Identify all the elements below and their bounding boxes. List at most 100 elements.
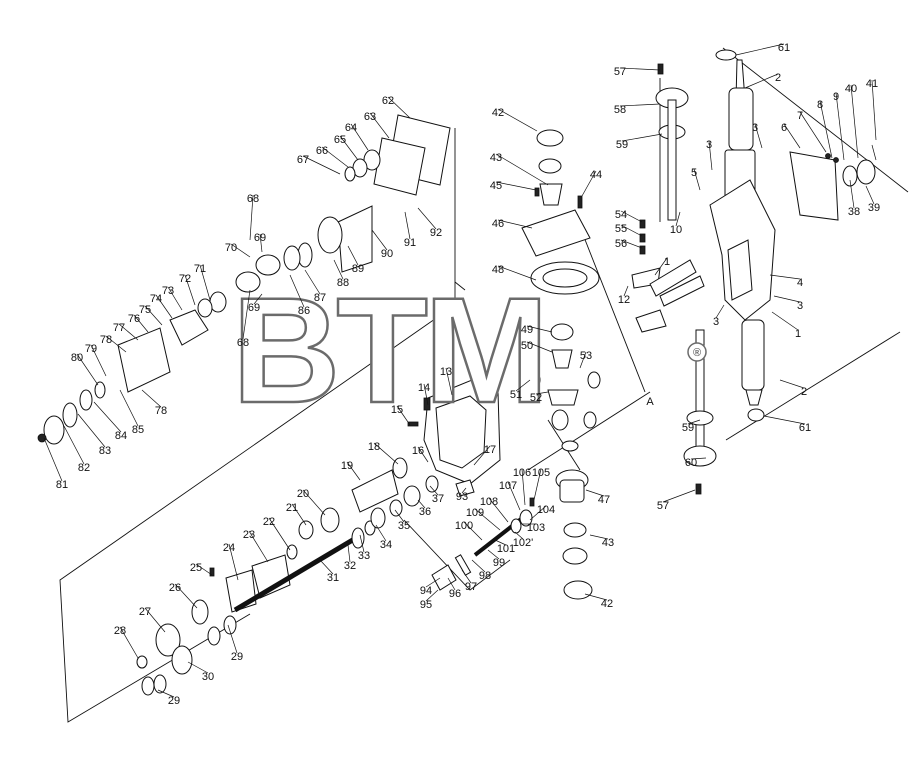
leader-line <box>105 335 127 353</box>
leader-line <box>425 589 439 602</box>
leader-line <box>744 73 779 89</box>
washer-49 <box>550 323 574 341</box>
callout-label: 52 <box>530 392 542 404</box>
callout-label: 51 <box>510 389 522 401</box>
callout-label: 100 <box>455 520 473 532</box>
leader-line <box>369 112 390 139</box>
leader-line <box>417 499 426 509</box>
leader-line <box>515 379 531 392</box>
leader-line <box>350 123 369 151</box>
leader-line <box>779 379 805 389</box>
registered-mark-circle <box>687 342 707 362</box>
callout-label: 64 <box>345 122 357 134</box>
callout-label: 39 <box>868 202 880 214</box>
callout-label: 28 <box>114 625 126 637</box>
callout-label: 101 <box>497 543 515 555</box>
callout-label: 59 <box>682 422 694 434</box>
callout-label: 31 <box>327 572 339 584</box>
leader-line <box>494 539 507 546</box>
leader-line <box>429 485 439 496</box>
callout-label: 81 <box>56 479 68 491</box>
leader-line <box>445 367 453 396</box>
seal-61-bottom <box>747 408 765 422</box>
leader-line <box>302 489 326 516</box>
callout-label: 93 <box>456 491 468 503</box>
callout-label: 61 <box>778 42 790 54</box>
axle-housing-group <box>709 49 877 422</box>
flange-60 <box>683 445 717 467</box>
callout-label: 21 <box>286 502 298 514</box>
callout-label: 80 <box>71 352 83 364</box>
leader-line <box>249 194 254 241</box>
leader-line <box>535 391 549 395</box>
callout-label: 57 <box>614 66 626 78</box>
upper-axle-sleeve <box>728 87 754 151</box>
leader-line <box>387 96 411 119</box>
callout-label: 88 <box>337 277 349 289</box>
leader-line <box>119 626 139 659</box>
callout-label: 58 <box>614 104 626 116</box>
callout-label: 56 <box>615 238 627 250</box>
bearing-32 <box>351 527 365 549</box>
flange-plate-6 <box>789 151 839 221</box>
callout-label: 27 <box>139 606 151 618</box>
leader-line <box>423 383 429 406</box>
hub-73 <box>169 309 209 346</box>
diff-case-46 <box>521 209 591 257</box>
leader-line <box>184 274 196 306</box>
leader-line <box>417 446 429 463</box>
leader-line <box>417 207 437 230</box>
leader-line <box>339 135 359 161</box>
bearing-cup-42-top <box>536 129 564 147</box>
callout-label: 47 <box>598 494 610 506</box>
cover-63 <box>373 137 426 196</box>
callout-label: 53 <box>580 350 592 362</box>
callout-label: 107 <box>499 480 517 492</box>
leader-line <box>763 415 806 425</box>
leader-line <box>514 531 524 540</box>
shift-linkage-group <box>431 479 535 591</box>
leader-line <box>662 489 696 503</box>
leader-line <box>321 146 349 168</box>
leader-line <box>497 219 533 229</box>
callout-label: 99 <box>493 557 505 569</box>
leader-line <box>619 67 661 71</box>
callout-label: 2 <box>775 72 781 84</box>
registered-mark: ® <box>693 347 701 359</box>
leader-line <box>533 468 542 501</box>
half-shaft-group <box>655 63 717 495</box>
gear-86 <box>283 245 301 271</box>
leader-line <box>474 508 501 531</box>
gasket-90 <box>337 205 373 273</box>
callout-label: 108 <box>480 496 498 508</box>
leader-line <box>157 689 175 698</box>
leader-line <box>471 559 486 573</box>
callout-label: 106 <box>513 467 531 479</box>
callout-label: 29 <box>231 651 243 663</box>
leader-line <box>155 294 173 319</box>
leader-line <box>783 123 801 149</box>
callout-label: 9 <box>833 91 839 103</box>
callout-label: 77 <box>113 322 125 334</box>
leader-line <box>526 341 553 353</box>
watermark: BTM ® <box>231 265 707 435</box>
leader-line <box>715 304 725 319</box>
leader-line <box>447 577 456 591</box>
leader-line <box>93 401 122 433</box>
leader-line <box>227 624 238 654</box>
callout-label: 2 <box>801 386 807 398</box>
callout-label: 57 <box>657 500 669 512</box>
transmission-group <box>136 379 501 696</box>
gear-27 <box>155 623 181 657</box>
callout-label: 68 <box>247 193 259 205</box>
cover-group <box>37 114 451 445</box>
callout-label: 85 <box>132 424 144 436</box>
callout-label: 32 <box>344 560 356 572</box>
leader-line <box>497 265 537 281</box>
callout-label: 78 <box>155 405 167 417</box>
spider-52 <box>547 389 579 406</box>
callout-label: 54 <box>615 209 627 221</box>
leader-line <box>581 170 597 197</box>
leader-line <box>347 245 359 266</box>
